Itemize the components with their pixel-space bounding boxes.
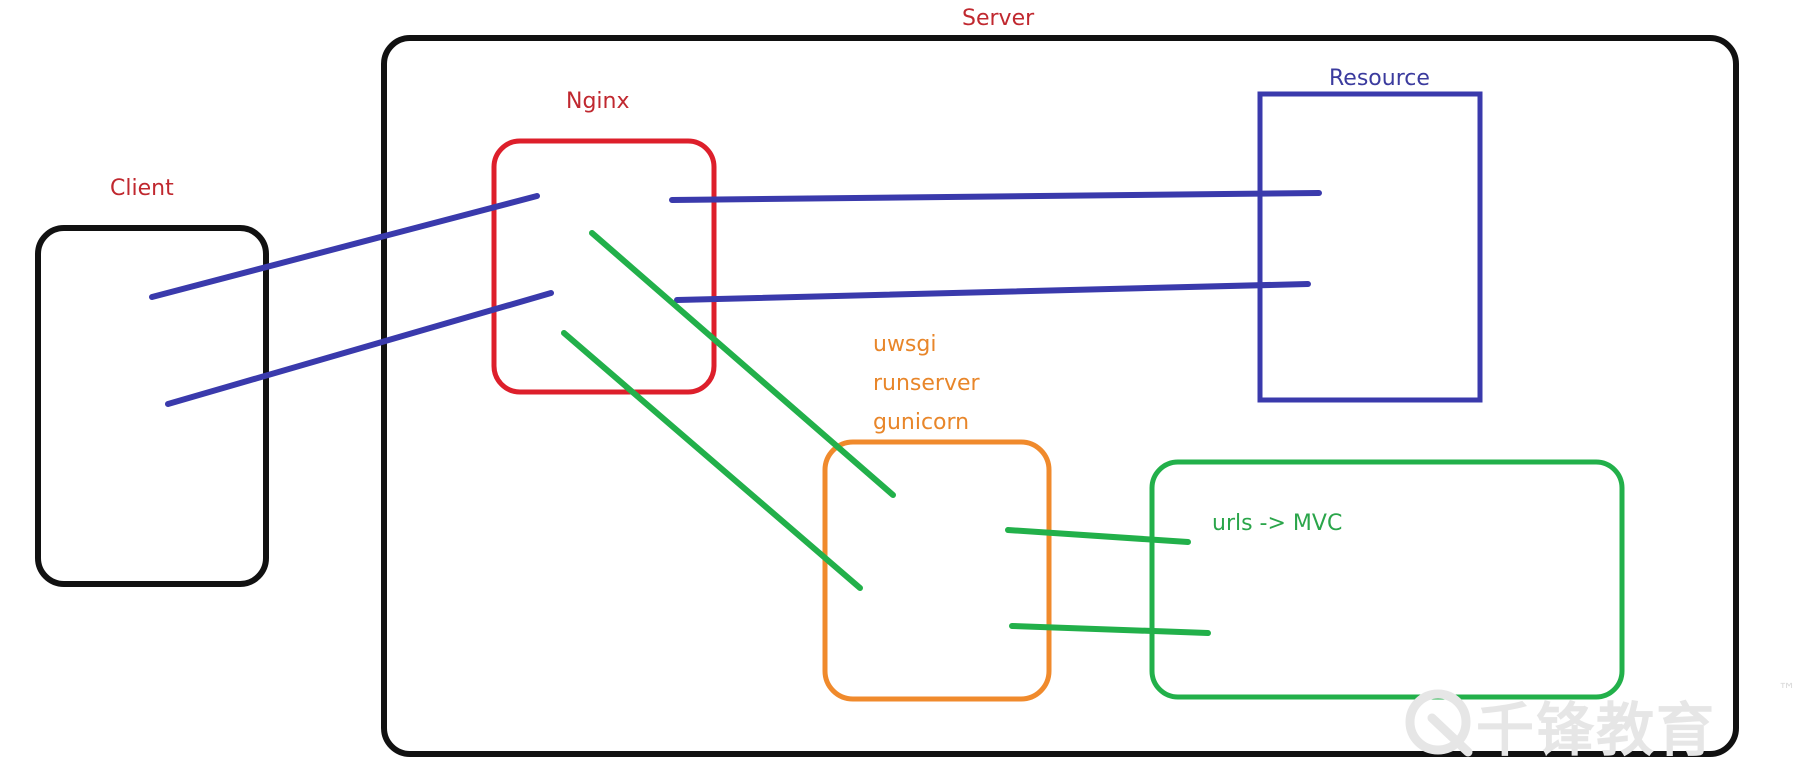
app-server-label-uwsgi: uwsgi (873, 332, 937, 357)
app-server-label-gunicorn: gunicorn (873, 410, 970, 435)
server-box (381, 35, 1739, 757)
appserver-app-line-1 (1005, 527, 1191, 545)
nginx-appserver-line-1 (589, 230, 896, 498)
nginx-appserver-line-2 (561, 330, 863, 591)
client-nginx-line-1 (149, 193, 540, 300)
app-server-label-runserver: runserver (873, 371, 980, 396)
watermark-logo-icon (1405, 689, 1473, 757)
watermark-text: 千锋教育 (1476, 696, 1717, 764)
client-label: Client (110, 176, 174, 201)
nginx-resource-line-1 (669, 190, 1322, 203)
resource-box (1257, 91, 1483, 403)
client-box (35, 225, 269, 587)
app-server-box (822, 439, 1052, 702)
resource-label: Resource (1329, 66, 1430, 91)
appserver-app-line-2 (1009, 623, 1211, 636)
server-label: Server (962, 6, 1035, 31)
app-label: urls -> MVC (1212, 511, 1343, 536)
nginx-label: Nginx (566, 89, 630, 114)
nginx-box (491, 138, 717, 395)
watermark-trademark: ™ (1778, 680, 1796, 701)
nginx-resource-line-2 (674, 281, 1311, 303)
client-nginx-line-2 (165, 290, 554, 407)
app-box (1149, 459, 1625, 700)
